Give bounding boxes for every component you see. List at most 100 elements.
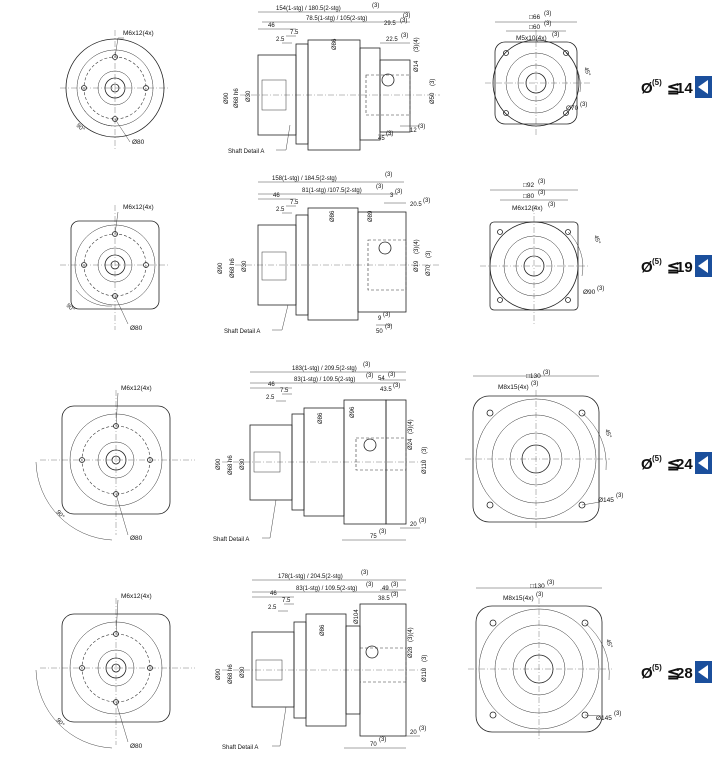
side-flange-label: 29.5 <box>384 21 396 27</box>
back-sq2-sup: (3) <box>538 190 545 196</box>
size-prefix: Ø <box>641 259 653 276</box>
back-thread-sup: (3) <box>531 381 538 387</box>
side-flange-sup: (3) <box>388 372 395 378</box>
back-sq1-label: □92 <box>523 182 535 189</box>
side-bore-sup: (3)(4) <box>408 627 414 642</box>
side-r1-label: 43.5 <box>380 387 392 393</box>
size-prefix: Ø <box>641 80 653 97</box>
side-lip-sup: (3) <box>419 518 426 524</box>
side-d86-label: Ø86 <box>318 412 324 424</box>
side-a-label: 46 <box>273 193 280 199</box>
side-pilot-sup: (3) <box>422 447 428 454</box>
back-sq1-label: □130 <box>530 583 545 590</box>
front-pcd-label: Ø80 <box>130 535 143 542</box>
row-4: M6x12(4x) Ø80 90° 178(1-stg) / 204.5(2-s… <box>35 570 712 751</box>
front-thread-label: M6x12(4x) <box>121 593 152 600</box>
front-thread-label: M6x12(4x) <box>123 30 154 37</box>
back-pcd-sup: (3) <box>614 711 621 717</box>
side-c-label: 2.5 <box>276 207 285 213</box>
side-r1-label: 38.5 <box>378 596 390 602</box>
arrow-left-icon <box>698 456 708 470</box>
side-total-sup: (3) <box>361 570 368 576</box>
back-pcd-sup: (3) <box>616 493 623 499</box>
side-body-sup: (3) <box>366 373 373 379</box>
back-pcd-label: Ø90 <box>583 289 596 296</box>
back-pcd-sup: (3) <box>580 102 587 108</box>
front-view-row-1: M6x12(4x) Ø80 90° <box>60 30 170 150</box>
side-r1-sup: (3) <box>423 198 430 204</box>
size-value: 14 <box>676 80 693 97</box>
front-angle-label: 90° <box>54 717 65 728</box>
side-body-sup: (3) <box>366 582 373 588</box>
back-angle-label: 45° <box>603 429 612 440</box>
side-d30-label: Ø30 <box>246 90 252 102</box>
size-value: 24 <box>676 456 693 473</box>
front-view-row-3: M6x12(4x) Ø80 90° <box>35 385 195 542</box>
back-sq2-label: □60 <box>529 24 541 31</box>
back-view-row-2: □92 (3) □80 (3) M6x12(4x) (3) Ø90 (3) 45… <box>480 179 604 325</box>
back-thread-label: M5x10(4x) <box>516 35 547 42</box>
front-view-row-4: M6x12(4x) Ø80 90° <box>35 593 195 750</box>
back-thread-label: M6x12(4x) <box>512 205 543 212</box>
back-sq2-label: □80 <box>523 193 535 200</box>
size-prefix: Ø <box>641 665 653 682</box>
side-d90-label: Ø90 <box>216 668 222 680</box>
size-tag-row-2: Ø (5) ≦ 19 <box>641 255 712 277</box>
side-bore-label: Ø14 <box>414 60 420 72</box>
side-total-sup: (3) <box>363 362 370 368</box>
shaft-detail-label: Shaft Detail A <box>213 537 249 543</box>
side-len-sup: (3) <box>379 737 386 743</box>
back-sq1-sup: (3) <box>547 580 554 586</box>
side-r1-label: 22.5 <box>386 37 398 43</box>
side-total-label: 178(1-stg) / 204.5(2-stg) <box>278 574 343 580</box>
side-lip-sup: (3) <box>418 124 425 130</box>
front-angle-label: 90° <box>54 509 65 520</box>
size-rel: ≦ <box>667 456 680 473</box>
side-d96-label: Ø96 <box>350 406 356 418</box>
back-sq1-sup: (3) <box>544 11 551 17</box>
side-a-label: 46 <box>268 23 275 29</box>
side-body-label: 83(1-stg) / 109.5(2-stg) <box>296 586 357 592</box>
side-lip-label: 12 <box>410 128 417 134</box>
side-d86-label: Ø86 <box>332 38 338 50</box>
side-d30-label: Ø30 <box>240 458 246 470</box>
side-len-sup: (3) <box>386 131 393 137</box>
side-view-row-3: 183(1-stg) / 209.5(2-stg) (3) 83(1-stg) … <box>213 362 428 543</box>
side-a-label: 46 <box>268 382 275 388</box>
side-body-sup: (3) <box>376 184 383 190</box>
side-flange-sup: (3) <box>395 189 402 195</box>
size-rel: ≦ <box>667 80 680 97</box>
side-total-label: 154(1-stg) / 180.5(2-stg) <box>276 6 341 12</box>
side-lip-sup: (3) <box>383 312 390 318</box>
back-angle-label: 45° <box>592 235 601 246</box>
front-thread-label: M6x12(4x) <box>121 385 152 392</box>
side-d68-label: Ø68 h6 <box>230 258 236 278</box>
arrow-left-icon <box>698 665 708 679</box>
side-pilot-label: Ø110 <box>422 459 428 474</box>
shaft-detail-label: Shaft Detail A <box>228 149 264 155</box>
front-thread-label: M6x12(4x) <box>123 204 154 211</box>
back-pcd-label: Ø145 <box>598 497 614 504</box>
back-sq1-label: □66 <box>529 14 541 21</box>
side-d86-label: Ø86 <box>330 210 336 222</box>
side-b-label: 7.5 <box>290 200 299 206</box>
side-body-label: 78.5(1-stg) / 105(2-stg) <box>306 16 367 22</box>
back-sq1-label: □130 <box>526 373 541 380</box>
size-rel: ≦ <box>667 665 680 682</box>
side-c-label: 2.5 <box>268 605 277 611</box>
side-r1-label: 20.5 <box>410 202 422 208</box>
side-d90-label: Ø90 <box>216 458 222 470</box>
side-d68-label: Ø68 h6 <box>228 455 234 475</box>
side-view-row-1: 154(1-stg) / 180.5(2-stg) (3) 78.5(1-stg… <box>224 3 440 155</box>
side-c-label: 2.5 <box>266 395 275 401</box>
side-lip-label: 20 <box>410 730 417 736</box>
back-sq1-sup: (3) <box>543 370 550 376</box>
side-d90-label: Ø90 <box>224 92 230 104</box>
row-2: M6x12(4x) Ø80 90° 158(1-stg) / 184.5(2-s… <box>60 172 712 335</box>
size-value: 19 <box>676 259 693 276</box>
back-thread-sup: (3) <box>552 32 559 38</box>
back-pcd-label: Ø145 <box>596 715 612 722</box>
side-pilot-label: Ø110 <box>422 667 428 682</box>
side-total-sup: (3) <box>372 3 379 9</box>
